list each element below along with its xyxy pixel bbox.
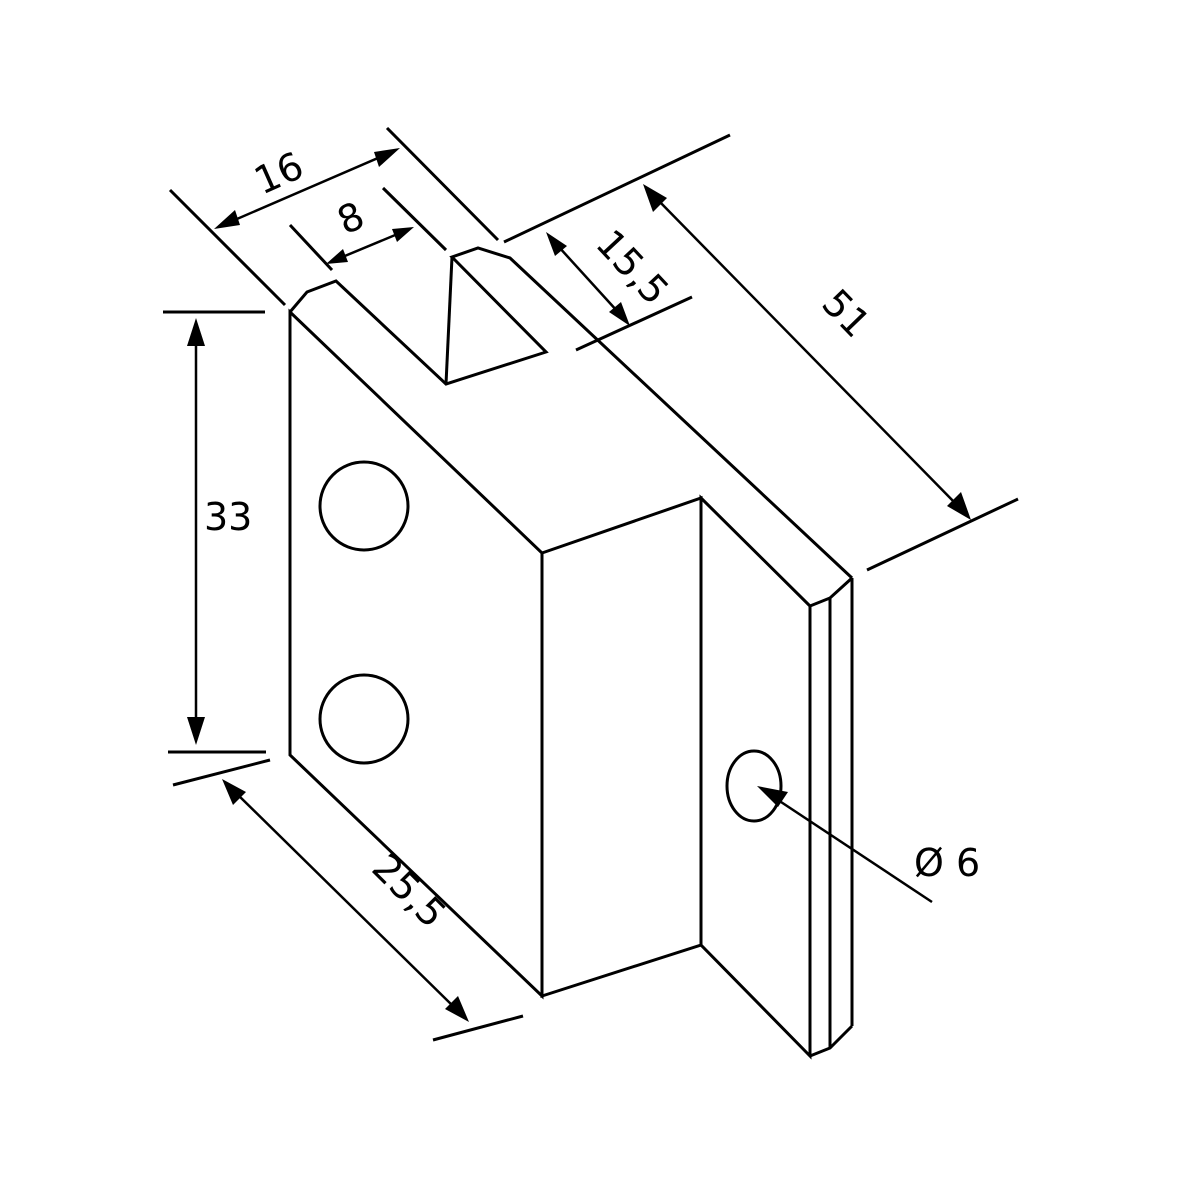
hole-lower: [318, 673, 410, 765]
top-face-outline: [288, 246, 854, 580]
label-33: 33: [204, 495, 252, 539]
label-hole-diameter: Ø 6: [914, 841, 980, 885]
arrowhead: [947, 492, 971, 520]
arrowhead: [326, 249, 348, 264]
slot-inner-edge: [444, 256, 454, 385]
arrowhead: [214, 210, 240, 229]
hole-small: [725, 749, 783, 823]
label-51: 51: [814, 281, 879, 346]
arrowhead: [643, 184, 667, 212]
arrowhead: [222, 779, 246, 805]
arrowhead: [187, 717, 205, 745]
label-8: 8: [331, 193, 371, 243]
dim-line-15-5: [557, 245, 619, 313]
dim-line-25-5: [235, 792, 456, 1009]
front-face: [540, 495, 703, 999]
plate-chamfer-bottom: [809, 1024, 854, 1058]
label-15-5: 15,5: [587, 221, 677, 313]
label-16: 16: [248, 143, 310, 203]
hole-upper: [318, 460, 410, 552]
arrowhead: [374, 148, 400, 167]
dim-line-51: [655, 197, 959, 507]
arrowhead: [546, 232, 567, 256]
arrowhead: [392, 227, 414, 242]
extension-lines: [163, 126, 1019, 1042]
arrowhead: [187, 318, 205, 346]
dimension-lines: [187, 148, 971, 1022]
dim-line-8: [339, 231, 401, 260]
bracket-part: [288, 246, 854, 1060]
arrowhead: [609, 302, 630, 326]
dim-line-16: [229, 153, 386, 224]
dim-leader-hole: [777, 798, 933, 904]
arrowhead: [757, 786, 788, 807]
arrowhead: [445, 996, 469, 1022]
